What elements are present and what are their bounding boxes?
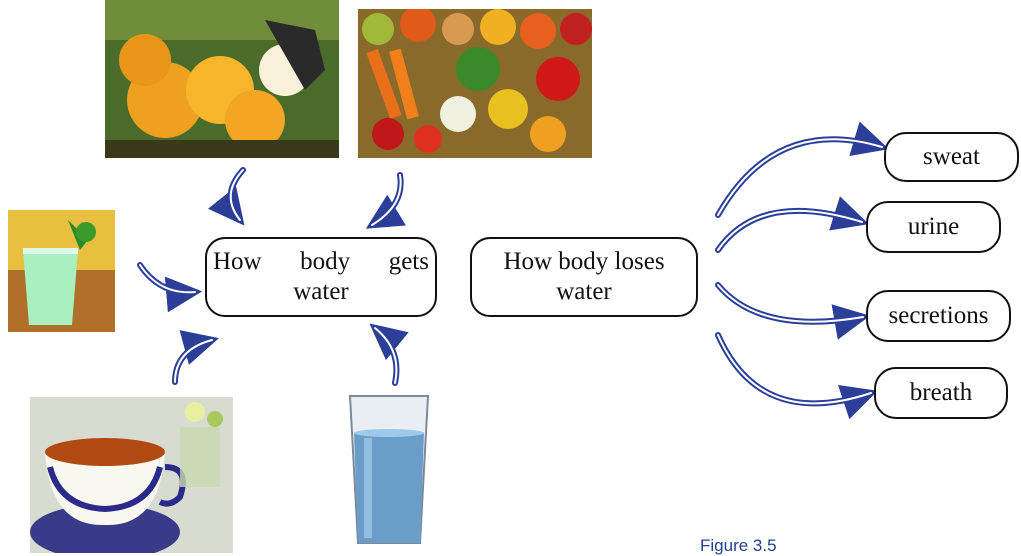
- sweat-box: sweat: [884, 132, 1019, 182]
- loses-line1: How body loses: [503, 248, 665, 275]
- water-glass-photo: [330, 388, 448, 548]
- gets-word-1: How: [213, 248, 262, 275]
- loses-line2: water: [556, 278, 612, 305]
- arrow-coconut: [207, 167, 246, 226]
- arrow-water-glass: [369, 323, 409, 386]
- coconut-photo: [105, 0, 339, 158]
- breath-box: breath: [874, 367, 1008, 419]
- breath-label: breath: [909, 379, 973, 406]
- arrow-tea: [172, 330, 219, 385]
- gets-line1: How body gets: [213, 247, 429, 277]
- arrow-to-secretions: [715, 282, 871, 340]
- arrow-to-sweat: [715, 121, 889, 218]
- figure-caption: Figure 3.5: [700, 536, 777, 555]
- sweat-label: sweat: [923, 143, 980, 170]
- secretions-label: secretions: [888, 302, 989, 329]
- urine-label: urine: [907, 213, 960, 240]
- arrow-to-breath: [715, 332, 878, 420]
- gets-word-2: body: [300, 248, 351, 275]
- gets-word-3: gets: [388, 248, 429, 275]
- loses-water-box: How body loses water: [470, 237, 698, 317]
- secretions-box: secretions: [866, 290, 1011, 342]
- arrow-juice: [137, 262, 203, 313]
- tea-photo: [30, 397, 233, 553]
- arrow-to-urine: [715, 196, 869, 253]
- juice-photo: [8, 210, 115, 332]
- gets-line2: water: [293, 278, 349, 305]
- arrow-vegetables: [365, 172, 406, 229]
- vegetables-photo: [358, 9, 592, 158]
- gets-water-box: How body gets water: [205, 237, 437, 317]
- urine-box: urine: [866, 201, 1001, 253]
